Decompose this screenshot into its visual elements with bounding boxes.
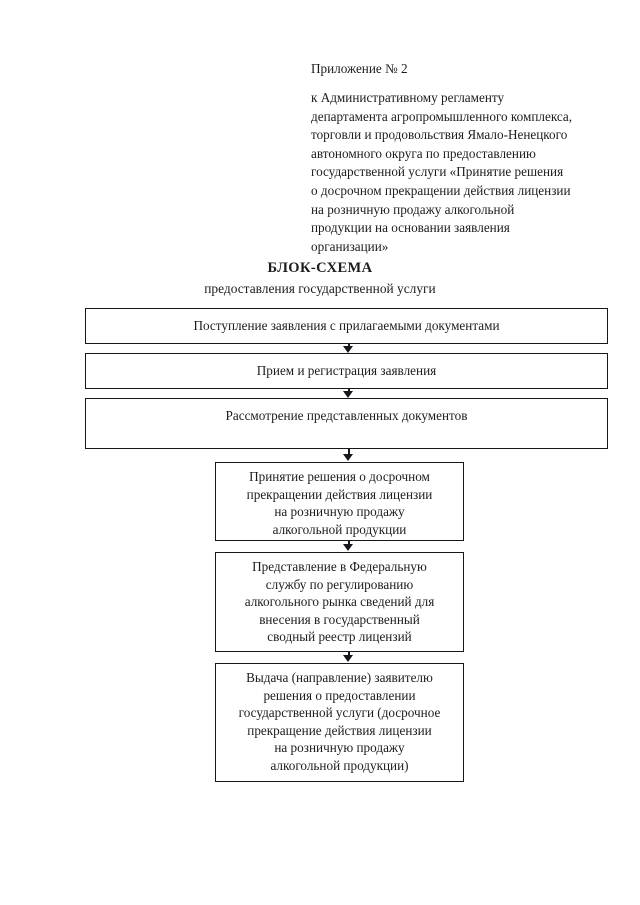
arrow-down-icon-3	[343, 449, 354, 462]
header-block: Приложение № 2 к Административному регла…	[311, 60, 611, 256]
flow-node-line: на розничную продажу	[274, 740, 405, 755]
flow-node-line: Принятие решения о досрочном	[249, 469, 430, 484]
reference-line: государственной услуги «Принятие решения	[311, 164, 564, 180]
flow-node-line: сводный реестр лицензий	[267, 629, 412, 644]
flow-node-line: прекращении действия лицензии	[246, 486, 433, 502]
flow-node-n2: Прием и регистрация заявления	[85, 353, 608, 389]
arrow-head	[343, 391, 353, 398]
page-subtitle: предоставления государственной услуги	[204, 281, 436, 296]
arrow-down-icon-5	[343, 652, 354, 663]
flow-node-line: на розничную продажу	[274, 504, 405, 519]
arrow-head	[343, 454, 353, 461]
flow-node-text: Рассмотрение представленных документов	[86, 399, 607, 425]
reference-line: на розничную продажу алкогольной	[311, 201, 515, 217]
reference-line: о досрочном прекращении действия лицензи…	[311, 182, 571, 198]
arrow-down-icon-4	[343, 541, 354, 552]
flow-node-n4: Принятие решения о досрочном прекращении…	[215, 462, 464, 541]
flow-node-line: государственной услуги (досрочное	[238, 705, 441, 720]
flow-node-n3: Рассмотрение представленных документов	[85, 398, 608, 449]
flow-node-text: Поступление заявления с прилагаемыми док…	[86, 309, 607, 335]
flow-node-line: алкогольного рынка сведений для	[244, 594, 435, 609]
arrow-shaft	[348, 541, 350, 545]
arrow-shaft	[348, 389, 350, 392]
arrow-head	[343, 655, 353, 662]
appendix-label: Приложение № 2	[311, 61, 408, 76]
flow-node-line: Рассмотрение представленных документов	[225, 408, 468, 423]
arrow-head	[343, 346, 353, 353]
flow-node-line: алкогольной продукции	[272, 521, 407, 537]
flow-node-line: внесения в государственный	[259, 611, 420, 627]
flow-node-text: Выдача (направление) заявителю решения о…	[216, 664, 463, 774]
flow-node-line: алкогольной продукции)	[270, 757, 409, 773]
flow-node-line: Выдача (направление) заявителю	[246, 670, 433, 685]
arrow-down-icon-1	[343, 344, 354, 353]
page-title: БЛОК-СХЕМА	[267, 260, 373, 276]
flow-node-line: решения о предоставлении	[263, 687, 416, 703]
flow-node-text: Прием и регистрация заявления	[86, 354, 607, 380]
reference-line: продукции на основании заявления	[311, 220, 510, 236]
arrow-down-icon-2	[343, 389, 354, 398]
flow-node-n5: Представление в Федеральную службу по ре…	[215, 552, 464, 652]
flow-node-line: прекращение действия лицензии	[247, 722, 432, 738]
regulation-reference: к Административному регламенту департаме…	[311, 89, 611, 256]
flow-node-line: Представление в Федеральную	[252, 559, 427, 574]
flow-node-line: службу по регулированию	[265, 576, 414, 592]
reference-line: организации»	[311, 238, 389, 254]
flow-node-n1: Поступление заявления с прилагаемыми док…	[85, 308, 608, 344]
arrow-shaft	[348, 344, 350, 347]
arrow-shaft	[348, 449, 350, 455]
arrow-head	[343, 544, 353, 551]
arrow-shaft	[348, 652, 350, 656]
flow-node-n6: Выдача (направление) заявителю решения о…	[215, 663, 464, 782]
flow-node-text: Принятие решения о досрочном прекращении…	[216, 463, 463, 538]
reference-line: департамента агропромышленного комплекса…	[311, 108, 573, 124]
reference-line: торговли и продовольствия Ямало-Ненецког…	[311, 127, 568, 143]
flow-node-text: Представление в Федеральную службу по ре…	[216, 553, 463, 646]
reference-line: автономного округа по предоставлению	[311, 145, 536, 161]
flow-node-line: Прием и регистрация заявления	[256, 363, 437, 378]
flow-node-line: Поступление заявления с прилагаемыми док…	[193, 318, 500, 333]
reference-line: к Административному регламенту	[311, 90, 505, 105]
